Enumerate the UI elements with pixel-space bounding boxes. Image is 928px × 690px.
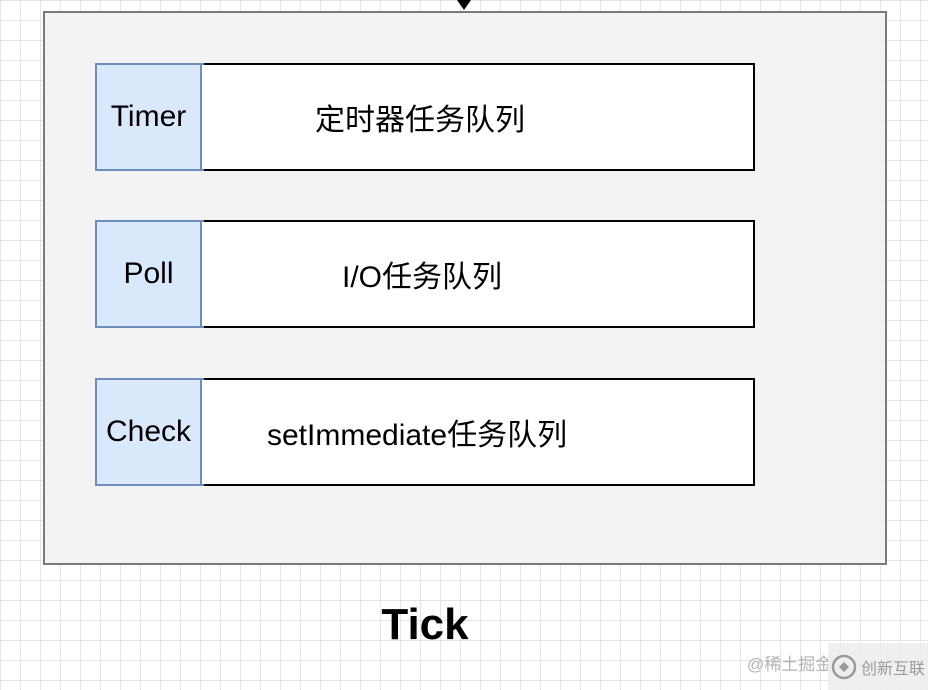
phase-description-timer: 定时器任务队列 — [315, 104, 525, 137]
tick-caption: Tick — [381, 600, 469, 649]
phase-tag-check: Check — [97, 380, 202, 484]
phase-tag-timer: Timer — [97, 65, 202, 169]
cdcxhl-logo-icon — [831, 654, 857, 679]
watermark-logo: 创新互联 — [828, 643, 928, 690]
phase-description-poll: I/O任务队列 — [342, 261, 503, 294]
phase-description-check: setImmediate任务队列 — [267, 419, 568, 452]
phase-check: Check setImmediate任务队列 — [95, 378, 755, 486]
phase-tag-poll: Poll — [97, 222, 202, 326]
phase-poll: Poll I/O任务队列 — [95, 220, 755, 328]
phase-timer: Timer 定时器任务队列 — [95, 63, 755, 171]
watermark-site-text: @稀土掘金 — [747, 655, 833, 674]
watermark-logo-text: 创新互联 — [860, 660, 925, 678]
incoming-arrow-icon — [457, 0, 471, 10]
